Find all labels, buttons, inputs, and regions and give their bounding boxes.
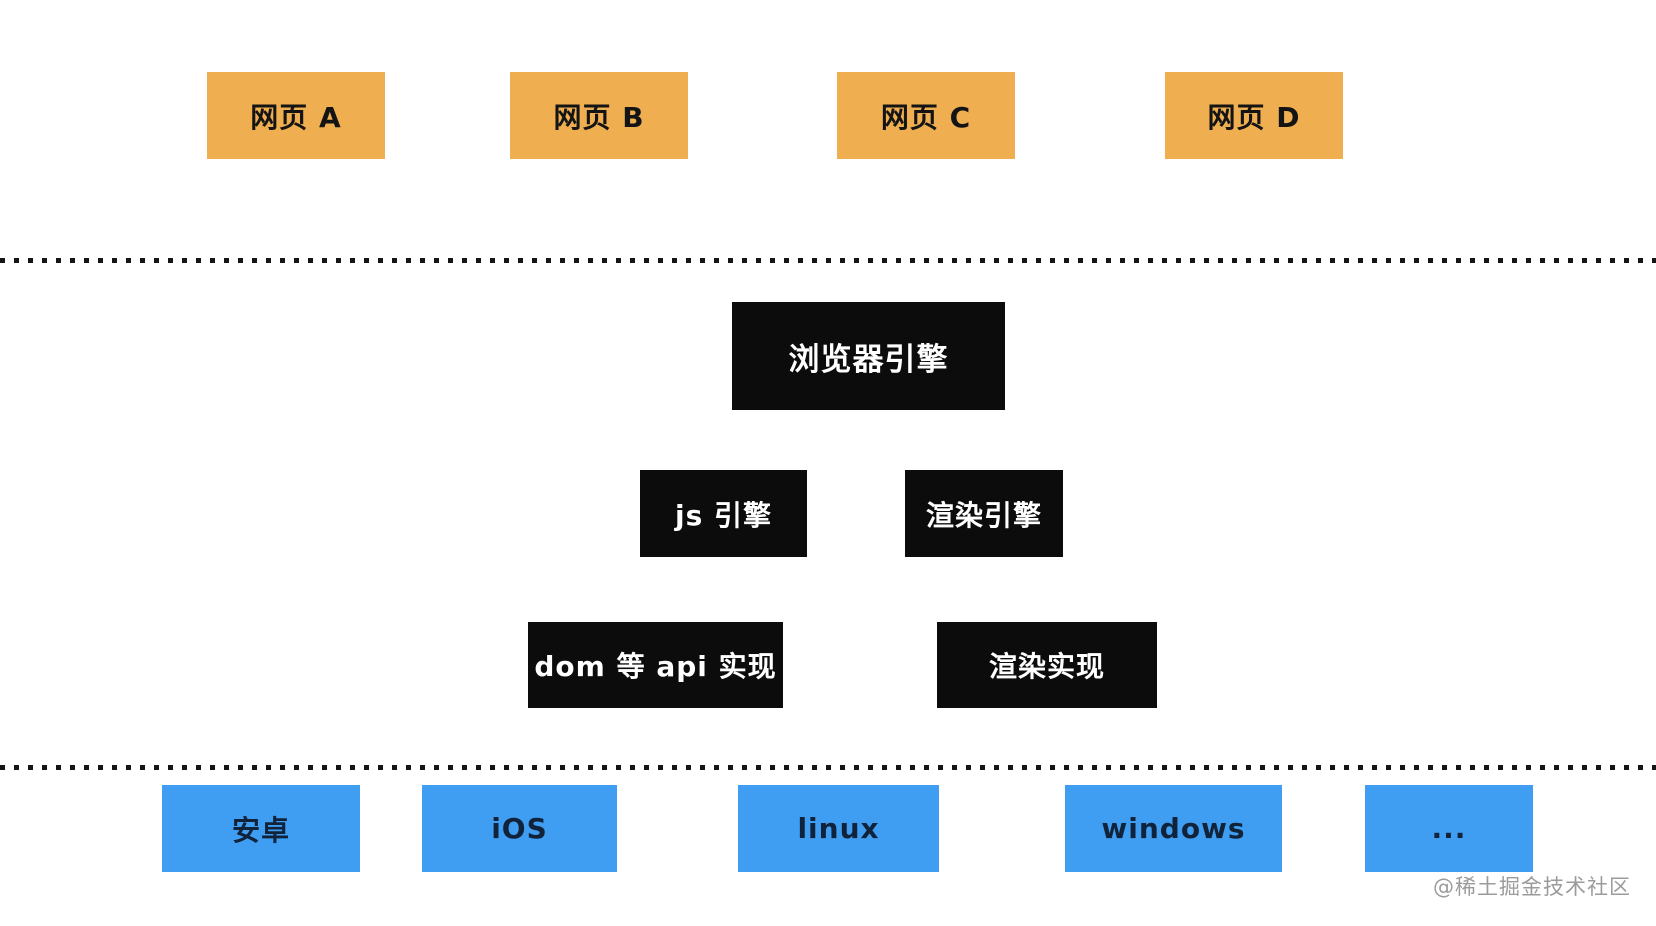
dom-api-implementation-label: dom 等 api 实现 bbox=[534, 650, 777, 683]
webpage-a-label: 网页 A bbox=[250, 100, 342, 134]
platform-android-label: 安卓 bbox=[231, 813, 290, 847]
platform-more-box: ... bbox=[1365, 785, 1533, 872]
platform-linux-box: linux bbox=[738, 785, 939, 872]
render-implementation-box: 渲染实现 bbox=[937, 622, 1157, 708]
platform-ios-label: iOS bbox=[491, 812, 548, 845]
platform-linux-label: linux bbox=[797, 812, 880, 845]
js-engine-label: js 引擎 bbox=[674, 498, 772, 532]
webpage-c-box: 网页 C bbox=[837, 72, 1015, 159]
platform-more-label: ... bbox=[1431, 812, 1467, 845]
webpage-b-box: 网页 B bbox=[510, 72, 688, 159]
layer-divider-top bbox=[0, 258, 1656, 263]
webpage-a-box: 网页 A bbox=[207, 72, 385, 159]
platform-ios-box: iOS bbox=[422, 785, 617, 872]
platform-windows-label: windows bbox=[1101, 812, 1246, 845]
js-engine-box: js 引擎 bbox=[640, 470, 807, 557]
render-implementation-label: 渲染实现 bbox=[988, 650, 1105, 683]
watermark-text: @稀土掘金技术社区 bbox=[1433, 875, 1631, 899]
render-engine-label: 渲染引擎 bbox=[925, 498, 1042, 532]
layer-divider-bottom bbox=[0, 765, 1656, 770]
render-engine-box: 渲染引擎 bbox=[905, 470, 1063, 557]
browser-engine-label: 浏览器引擎 bbox=[788, 341, 949, 378]
webpage-c-label: 网页 C bbox=[880, 100, 972, 134]
webpage-d-label: 网页 D bbox=[1207, 100, 1301, 134]
webpage-d-box: 网页 D bbox=[1165, 72, 1343, 159]
platform-android-box: 安卓 bbox=[162, 785, 360, 872]
dom-api-implementation-box: dom 等 api 实现 bbox=[528, 622, 783, 708]
browser-engine-box: 浏览器引擎 bbox=[732, 302, 1005, 410]
platform-windows-box: windows bbox=[1065, 785, 1282, 872]
webpage-b-label: 网页 B bbox=[553, 100, 645, 134]
